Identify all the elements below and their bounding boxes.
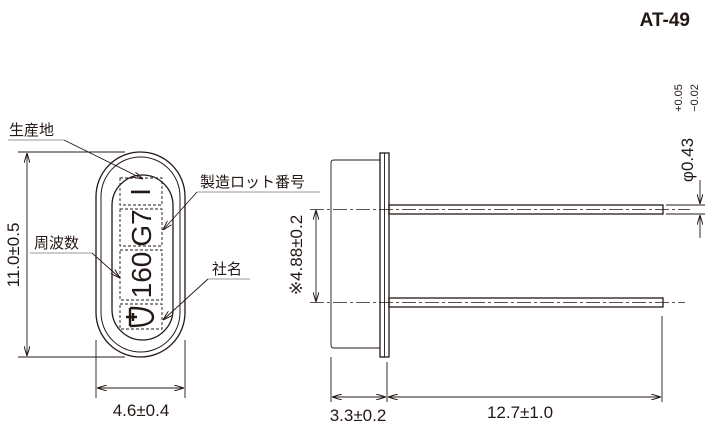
callout-frequency: 周波数 [34, 234, 79, 252]
callout-origin: 生産地 [9, 121, 54, 139]
dim-width: 4.6±0.4 [113, 401, 170, 420]
marking-origin: I [125, 188, 156, 196]
dim-lead-tol-plus: +0.05 [673, 84, 685, 112]
marking-lot: G7 [126, 209, 157, 246]
marking-frequency: 160 [126, 252, 157, 299]
dim-body-depth: 3.3±0.2 [330, 406, 387, 425]
front-dimensions [18, 151, 186, 398]
model-title: AT-49 [640, 10, 690, 31]
company-logo-icon [126, 306, 155, 328]
side-dimensions [316, 180, 705, 402]
marking-text: I G7 160 [125, 188, 157, 328]
dim-pin-pitch: ※4.88±0.2 [287, 215, 306, 295]
callout-company: 社名 [212, 260, 242, 278]
side-view [310, 152, 690, 358]
dim-lead-tol-minus: −0.02 [689, 84, 701, 112]
centerlines [310, 209, 690, 303]
callouts [8, 139, 320, 320]
callout-lot-number: 製造ロット番号 [200, 173, 305, 191]
dim-lead-length: 12.7±1.0 [487, 403, 553, 422]
dim-lead-diameter: φ0.43 [678, 138, 697, 182]
dim-height: 11.0±0.5 [4, 223, 23, 288]
